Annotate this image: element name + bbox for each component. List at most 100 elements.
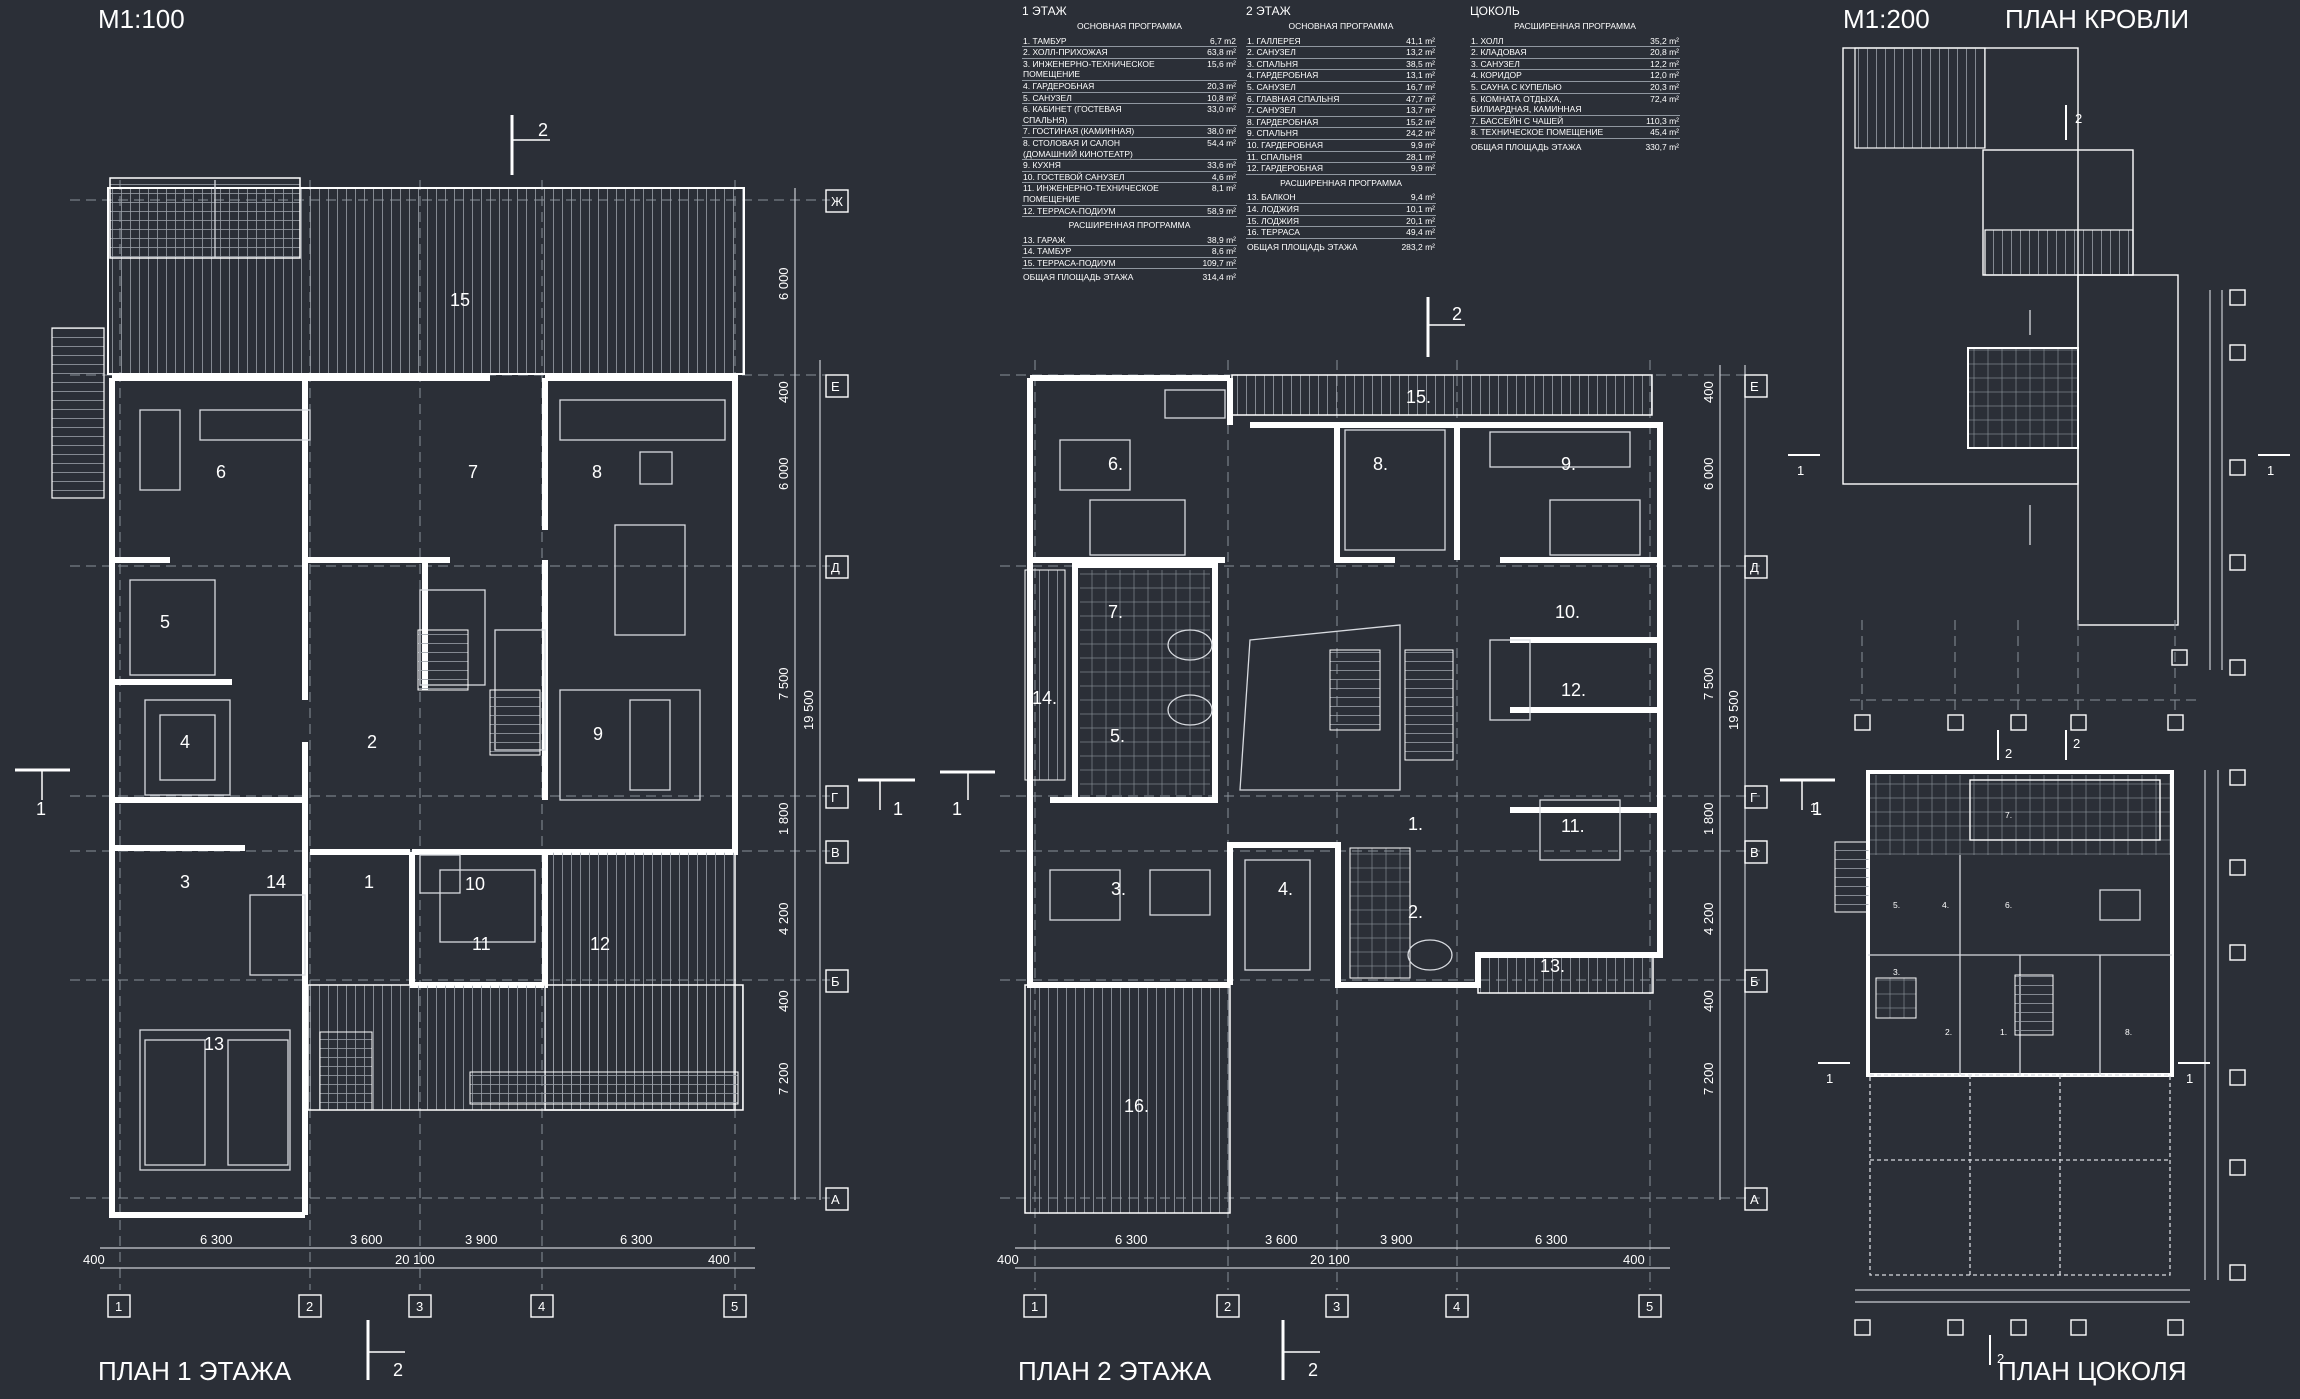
schedule-row: 7. ГОСТИНАЯ (КАМИННАЯ)38,0 m²	[1022, 126, 1237, 138]
room-label-floor1: 5	[160, 612, 170, 632]
room-label-floor1: 6	[216, 462, 226, 482]
svg-text:6 300: 6 300	[200, 1232, 233, 1247]
svg-text:2: 2	[2073, 736, 2080, 751]
svg-text:1 800: 1 800	[1701, 802, 1716, 835]
svg-text:3.: 3.	[1893, 967, 1900, 977]
svg-text:7 200: 7 200	[1701, 1062, 1716, 1095]
svg-text:19 500: 19 500	[801, 690, 816, 730]
svg-text:1: 1	[115, 1299, 122, 1314]
svg-text:1: 1	[1797, 463, 1804, 478]
svg-text:2: 2	[1997, 1351, 2004, 1366]
svg-text:1.: 1.	[2000, 1027, 2007, 1037]
svg-text:5: 5	[1646, 1299, 1653, 1314]
schedule-subheading: РАСШИРЕННАЯ ПРОГРАММА	[1280, 177, 1402, 188]
room-label-floor1: 11	[472, 934, 491, 954]
room-label-floor1: 2	[367, 732, 377, 752]
svg-text:7 500: 7 500	[1701, 667, 1716, 700]
title-plan-floor-2: ПЛАН 2 ЭТАЖА	[1018, 1356, 1212, 1386]
schedule-heading: 2 ЭТАЖ	[1246, 4, 1291, 18]
svg-text:В: В	[1750, 845, 1759, 860]
svg-text:2: 2	[393, 1360, 403, 1380]
floor-2-right-dims: 400 6 000 7 500 1 800 4 200 400 7 200 19…	[1701, 365, 1746, 1200]
svg-text:7 500: 7 500	[776, 667, 791, 700]
svg-text:3 600: 3 600	[350, 1232, 383, 1247]
svg-text:6 300: 6 300	[620, 1232, 653, 1247]
svg-text:6 000: 6 000	[776, 267, 791, 300]
room-label-floor2: 14.	[1032, 688, 1057, 708]
svg-text:2: 2	[538, 120, 548, 140]
roof-plan: 2 1 1	[1788, 47, 2290, 731]
title-plan-floor-1: ПЛАН 1 ЭТАЖА	[98, 1356, 292, 1386]
room-label-floor1: 12	[590, 934, 610, 954]
svg-text:6.: 6.	[2005, 900, 2012, 910]
room-label-floor2: 1.	[1408, 814, 1423, 834]
svg-text:400: 400	[776, 381, 791, 403]
svg-text:Б: Б	[1750, 974, 1759, 989]
terrace-16	[1024, 984, 1231, 1214]
room-label-floor2: 5.	[1110, 726, 1125, 746]
svg-text:400: 400	[708, 1252, 730, 1267]
svg-text:400: 400	[1623, 1252, 1645, 1267]
svg-text:А: А	[831, 1192, 840, 1207]
svg-text:1: 1	[1812, 799, 1822, 819]
svg-text:6 300: 6 300	[1535, 1232, 1568, 1247]
schedule-subheading: РАСШИРЕННАЯ ПРОГРАММА	[1514, 21, 1636, 31]
svg-text:Б: Б	[831, 974, 840, 989]
svg-text:5.: 5.	[1893, 900, 1900, 910]
svg-text:4 200: 4 200	[776, 902, 791, 935]
svg-text:2: 2	[2005, 746, 2012, 761]
svg-text:20 100: 20 100	[1310, 1252, 1350, 1267]
svg-text:1: 1	[952, 799, 962, 819]
room-label-floor1: 4	[180, 732, 190, 752]
floor-1-section-marks: 2 2 1 1	[15, 115, 915, 1380]
room-label-floor1: 13	[204, 1034, 224, 1054]
svg-text:1: 1	[1810, 800, 1817, 815]
svg-text:5: 5	[731, 1299, 738, 1314]
schedule-heading: 1 ЭТАЖ	[1022, 4, 1067, 18]
svg-text:400: 400	[1701, 381, 1716, 403]
room-label-floor1: 10	[465, 874, 485, 894]
loggia-15	[1231, 374, 1653, 416]
scale-label-m200: M1:200	[1843, 4, 1930, 34]
room-label-floor1: 1	[364, 872, 374, 892]
svg-text:3 900: 3 900	[1380, 1232, 1413, 1247]
schedule-row: 6. КАБИНЕТ (ГОСТЕВАЯ СПАЛЬНЯ)33,0 m²	[1022, 104, 1237, 127]
svg-text:Д: Д	[1750, 560, 1759, 575]
svg-text:2.: 2.	[1945, 1027, 1952, 1037]
floor-1-bottom-dims: 6 300 3 600 3 900 6 300 400 400 20 100 1…	[83, 1232, 755, 1318]
basement-room-label: 8.	[2125, 1027, 2132, 1037]
svg-text:1 800: 1 800	[776, 802, 791, 835]
svg-text:2: 2	[2075, 111, 2082, 126]
svg-text:Г: Г	[831, 790, 838, 805]
room-label-floor2: 7.	[1108, 602, 1123, 622]
room-label-floor1: 7	[468, 462, 478, 482]
svg-text:3 900: 3 900	[465, 1232, 498, 1247]
room-label-floor2: 6.	[1108, 454, 1123, 474]
floor-2-axis-letters: Е Д Г В Б А	[1744, 374, 1768, 1211]
svg-text:Е: Е	[831, 379, 840, 394]
room-label-floor2: 15.	[1406, 387, 1431, 407]
